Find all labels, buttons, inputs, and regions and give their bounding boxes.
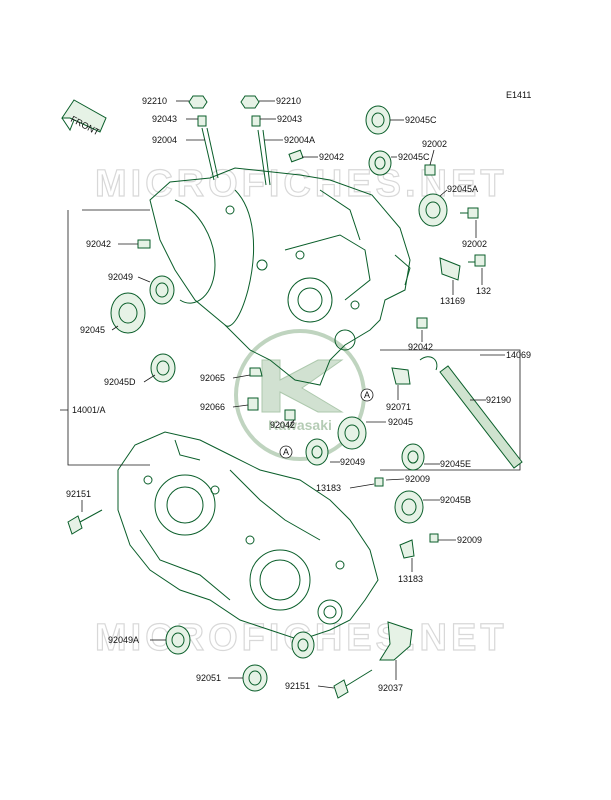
part-number: 92049 <box>340 457 365 467</box>
kawasaki-logo-text: Kawasaki <box>268 417 332 433</box>
part-number: 92042 <box>408 342 433 352</box>
part-number: 92009 <box>457 535 482 545</box>
part-number: 92066 <box>200 402 225 412</box>
part-number: 92037 <box>378 683 403 693</box>
front-arrow-icon: FRONT <box>61 99 107 138</box>
part-number: 92042 <box>319 152 344 162</box>
part-number: 92004 <box>152 135 177 145</box>
diagram-code: E1411 <box>506 90 531 100</box>
part-number: 13183 <box>398 574 423 584</box>
part-number: 92045B <box>440 495 471 505</box>
part-labels: 92210 92210 92043 92043 92004 92004A 920… <box>66 96 531 693</box>
part-number: 92065 <box>200 373 225 383</box>
part-number: 92042 <box>270 420 295 430</box>
part-number: 92071 <box>386 402 411 412</box>
bearing-icon <box>110 105 448 692</box>
part-number: 92045C <box>405 115 437 125</box>
part-number: 132 <box>476 286 491 296</box>
part-number: 92042 <box>86 239 111 249</box>
part-number: 92004A <box>284 135 315 145</box>
part-number: 92045A <box>447 184 478 194</box>
part-number: 14001/A <box>72 405 106 415</box>
part-number: 92045 <box>80 325 105 335</box>
part-number: 13183 <box>316 483 341 493</box>
lower-crankcase-half <box>117 431 379 641</box>
callout-a-lower: A <box>279 445 293 459</box>
part-number: 92002 <box>462 239 487 249</box>
part-number: 14069 <box>506 350 531 360</box>
part-number: 92045D <box>104 377 136 387</box>
part-number: 92043 <box>277 114 302 124</box>
part-number: 92009 <box>405 474 430 484</box>
part-number: 92049 <box>108 272 133 282</box>
part-number: 92210 <box>142 96 167 106</box>
part-number: 92002 <box>422 139 447 149</box>
part-number: 92051 <box>196 673 221 683</box>
part-number: 92049A <box>108 635 139 645</box>
part-number: 92151 <box>285 681 310 691</box>
part-number: 92151 <box>66 489 91 499</box>
svg-text:A: A <box>283 447 289 457</box>
part-number: 92210 <box>276 96 301 106</box>
callout-a-upper: A <box>360 388 374 402</box>
fastener-icons <box>67 95 523 699</box>
upper-crankcase-half <box>149 167 411 386</box>
watermark-top: MICROFICHES.NET <box>95 163 508 205</box>
svg-text:A: A <box>364 390 370 400</box>
part-number: 92045C <box>398 152 430 162</box>
leader-lines <box>81 100 486 689</box>
part-number: 13169 <box>440 296 465 306</box>
part-number: 92045E <box>440 459 471 469</box>
part-number: 92045 <box>388 417 413 427</box>
part-number: 92043 <box>152 114 177 124</box>
part-number: 92190 <box>486 395 511 405</box>
